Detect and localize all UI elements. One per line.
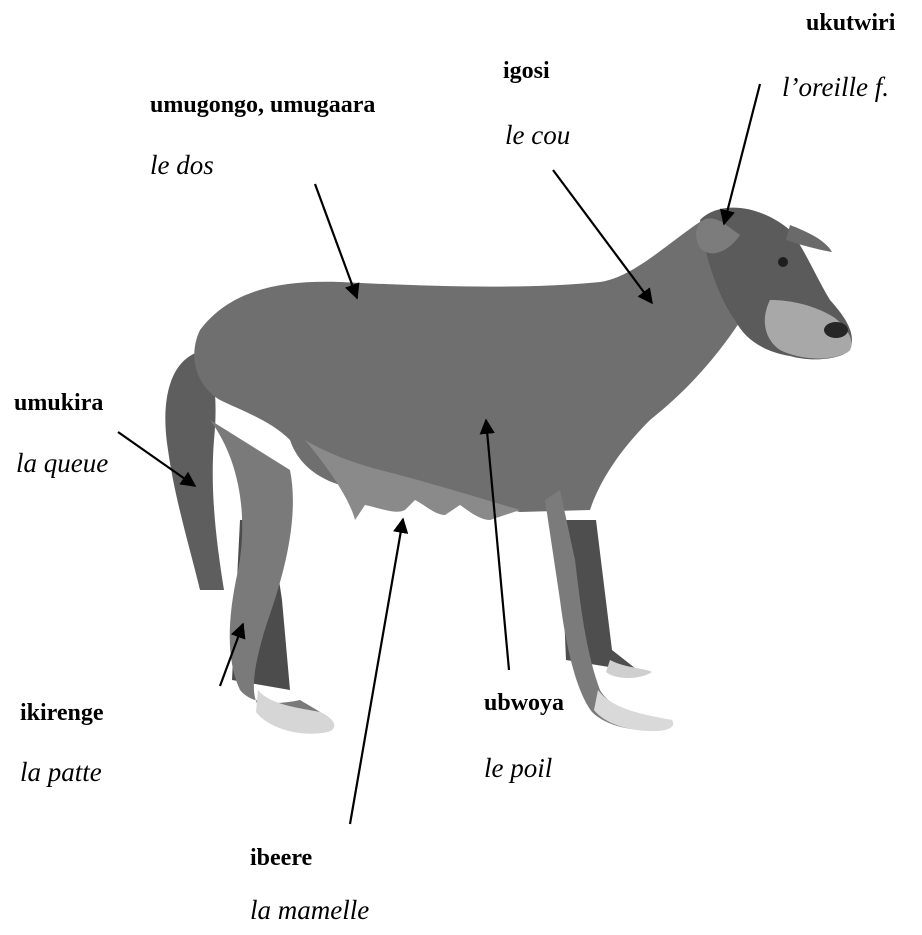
label-tail-gloss: la queue [16, 448, 108, 479]
arrow-back [315, 184, 357, 298]
label-paw-term: ikirenge [20, 700, 104, 727]
label-fur-term: ubwoya [484, 690, 564, 717]
dog-nose [824, 322, 848, 338]
arrow-ear [724, 84, 760, 224]
label-teat-gloss: la mamelle [250, 895, 369, 926]
label-back-gloss: le dos [150, 150, 214, 181]
label-fur-gloss: le poil [484, 753, 552, 784]
label-paw-gloss: la patte [20, 757, 102, 788]
label-back-term: umugongo, umugaara [150, 92, 375, 119]
label-ear-gloss: l’oreille f. [782, 72, 889, 103]
label-teat-term: ibeere [250, 845, 312, 872]
dog-eye [778, 257, 788, 267]
dog-front-paw [594, 690, 673, 731]
label-neck-term: igosi [503, 58, 550, 85]
dog-far-front-paw [606, 660, 652, 678]
dog-hind-paw [256, 690, 334, 734]
label-tail-term: umukira [14, 390, 103, 417]
label-neck-gloss: le cou [505, 120, 570, 151]
arrow-teat [350, 519, 403, 824]
dog-near-front-leg [545, 490, 673, 730]
label-ear-term: ukutwiri [806, 10, 895, 37]
